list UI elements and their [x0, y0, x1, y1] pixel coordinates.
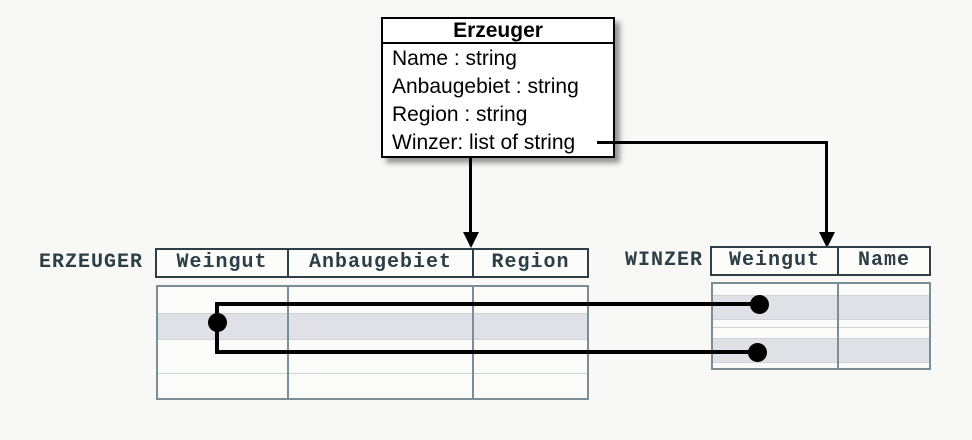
- winzer-table-body: [711, 282, 931, 370]
- erzeuger-column-anbaugebiet: Anbaugebiet: [289, 250, 474, 276]
- column-divider: [287, 287, 289, 398]
- link-endpoint-dot-winzer-1: [750, 295, 769, 314]
- erzeuger-highlighted-row: [158, 314, 587, 340]
- erzeuger-column-weingut: Weingut: [157, 250, 289, 276]
- arrow-down-icon: [819, 232, 835, 248]
- column-divider: [837, 284, 839, 368]
- arrow-down-icon: [463, 232, 479, 248]
- row-divider: [713, 319, 929, 320]
- row-divider: [713, 295, 929, 296]
- winzer-table-label: WINZER: [624, 249, 703, 272]
- row-divider: [158, 373, 587, 374]
- winzer-column-weingut: Weingut: [712, 248, 839, 274]
- class-attribute-winzer: Winzer: list of string: [392, 131, 576, 154]
- winzer-attribute-line-horizontal: [597, 141, 828, 144]
- erzeuger-column-region: Region: [491, 251, 570, 274]
- winzer-highlighted-row-2: [713, 339, 929, 362]
- winzer-table-header: Weingut Name: [710, 246, 931, 276]
- column-divider: [472, 287, 474, 398]
- class-attribute-name: Name : string: [392, 47, 517, 70]
- winzer-attribute-line-vertical: [825, 141, 828, 234]
- erzeuger-table-label: ERZEUGER: [38, 251, 143, 274]
- row-link-upper-segment: [215, 302, 761, 306]
- link-endpoint-dot-winzer-2: [748, 343, 767, 362]
- link-endpoint-dot-erzeuger: [208, 313, 227, 332]
- row-divider: [713, 338, 929, 339]
- erzeuger-table-header: Weingut Anbaugebiet Region: [155, 248, 589, 278]
- class-attribute-anbaugebiet: Anbaugebiet : string: [392, 75, 579, 98]
- winzer-column-name: Name: [857, 249, 910, 272]
- row-divider: [158, 313, 587, 314]
- row-divider: [158, 339, 587, 340]
- class-box-erzeuger: Erzeuger Name : string Anbaugebiet : str…: [381, 17, 615, 158]
- winzer-highlighted-row-1: [713, 296, 929, 319]
- class-attribute-list: Name : string Anbaugebiet : string Regio…: [383, 44, 613, 157]
- row-divider: [713, 362, 929, 363]
- class-attribute-region: Region : string: [392, 103, 528, 126]
- class-title: Erzeuger: [383, 19, 613, 44]
- row-divider: [713, 327, 929, 328]
- row-link-lower-segment: [215, 350, 759, 354]
- class-to-erzeuger-line: [469, 157, 472, 234]
